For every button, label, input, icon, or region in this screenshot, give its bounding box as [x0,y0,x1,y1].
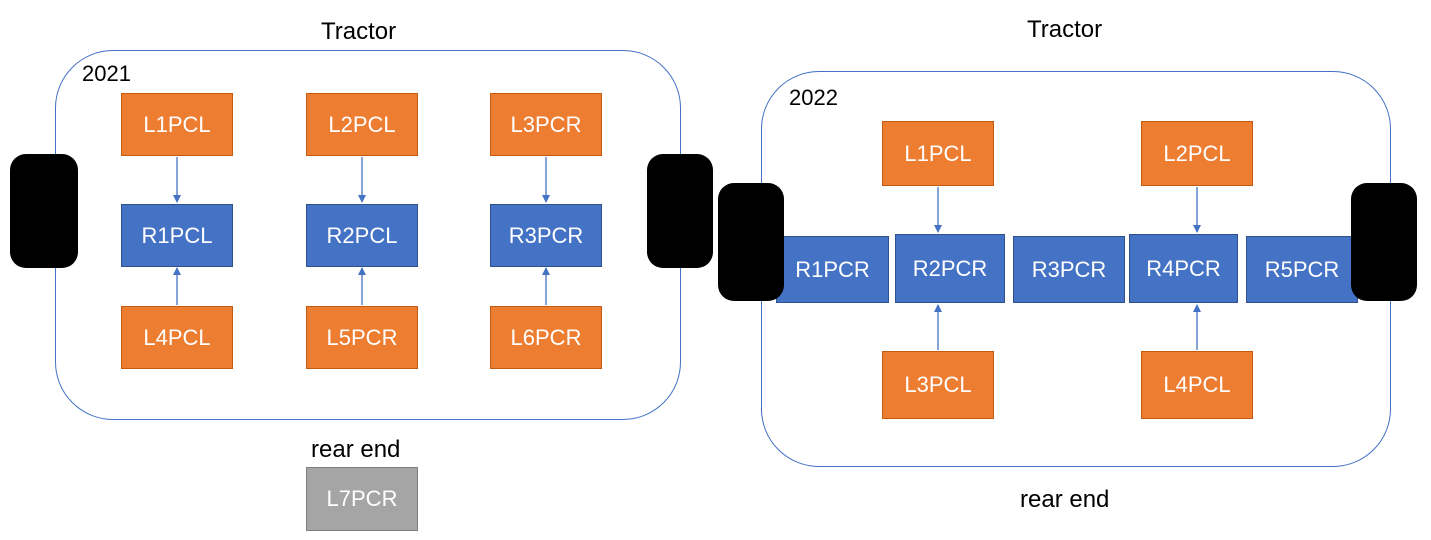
right-tractor-label: Tractor [1027,16,1103,43]
left-box-l5pcr: L5PCR [306,306,418,369]
left-year-label: 2021 [82,61,131,86]
right-wheel-right [1351,183,1417,301]
left-box-r2pcl: R2PCL [306,204,418,267]
left-box-l4pcl: L4PCL [121,306,233,369]
left-box-r3pcr: R3PCR [490,204,602,267]
right-wheel-left [718,183,784,301]
right-box-l3pcl: L3PCL [882,351,994,419]
left-rear-end-label: rear end [311,436,401,463]
right-box-r2pcr: R2PCR [895,234,1005,303]
left-tractor-label: Tractor [321,18,397,45]
left-box-r1pcl: R1PCL [121,204,233,267]
right-box-r3pcr: R3PCR [1013,236,1125,303]
right-year-label: 2022 [789,85,838,110]
left-box-l6pcr: L6PCR [490,306,602,369]
right-rear-end-label: rear end [1020,486,1110,513]
right-box-l4pcl: L4PCL [1141,351,1253,419]
left-wheel-left [10,154,78,268]
left-wheel-right [647,154,713,268]
right-box-r4pcr: R4PCR [1129,234,1238,303]
left-box-l7pcr: L7PCR [306,467,418,531]
right-box-r1pcr: R1PCR [776,236,889,303]
left-box-l3pcr: L3PCR [490,93,602,156]
right-box-l1pcl: L1PCL [882,121,994,186]
left-box-l2pcl: L2PCL [306,93,418,156]
right-box-l2pcl: L2PCL [1141,121,1253,186]
right-box-r5pcr: R5PCR [1246,236,1358,303]
left-box-l1pcl: L1PCL [121,93,233,156]
